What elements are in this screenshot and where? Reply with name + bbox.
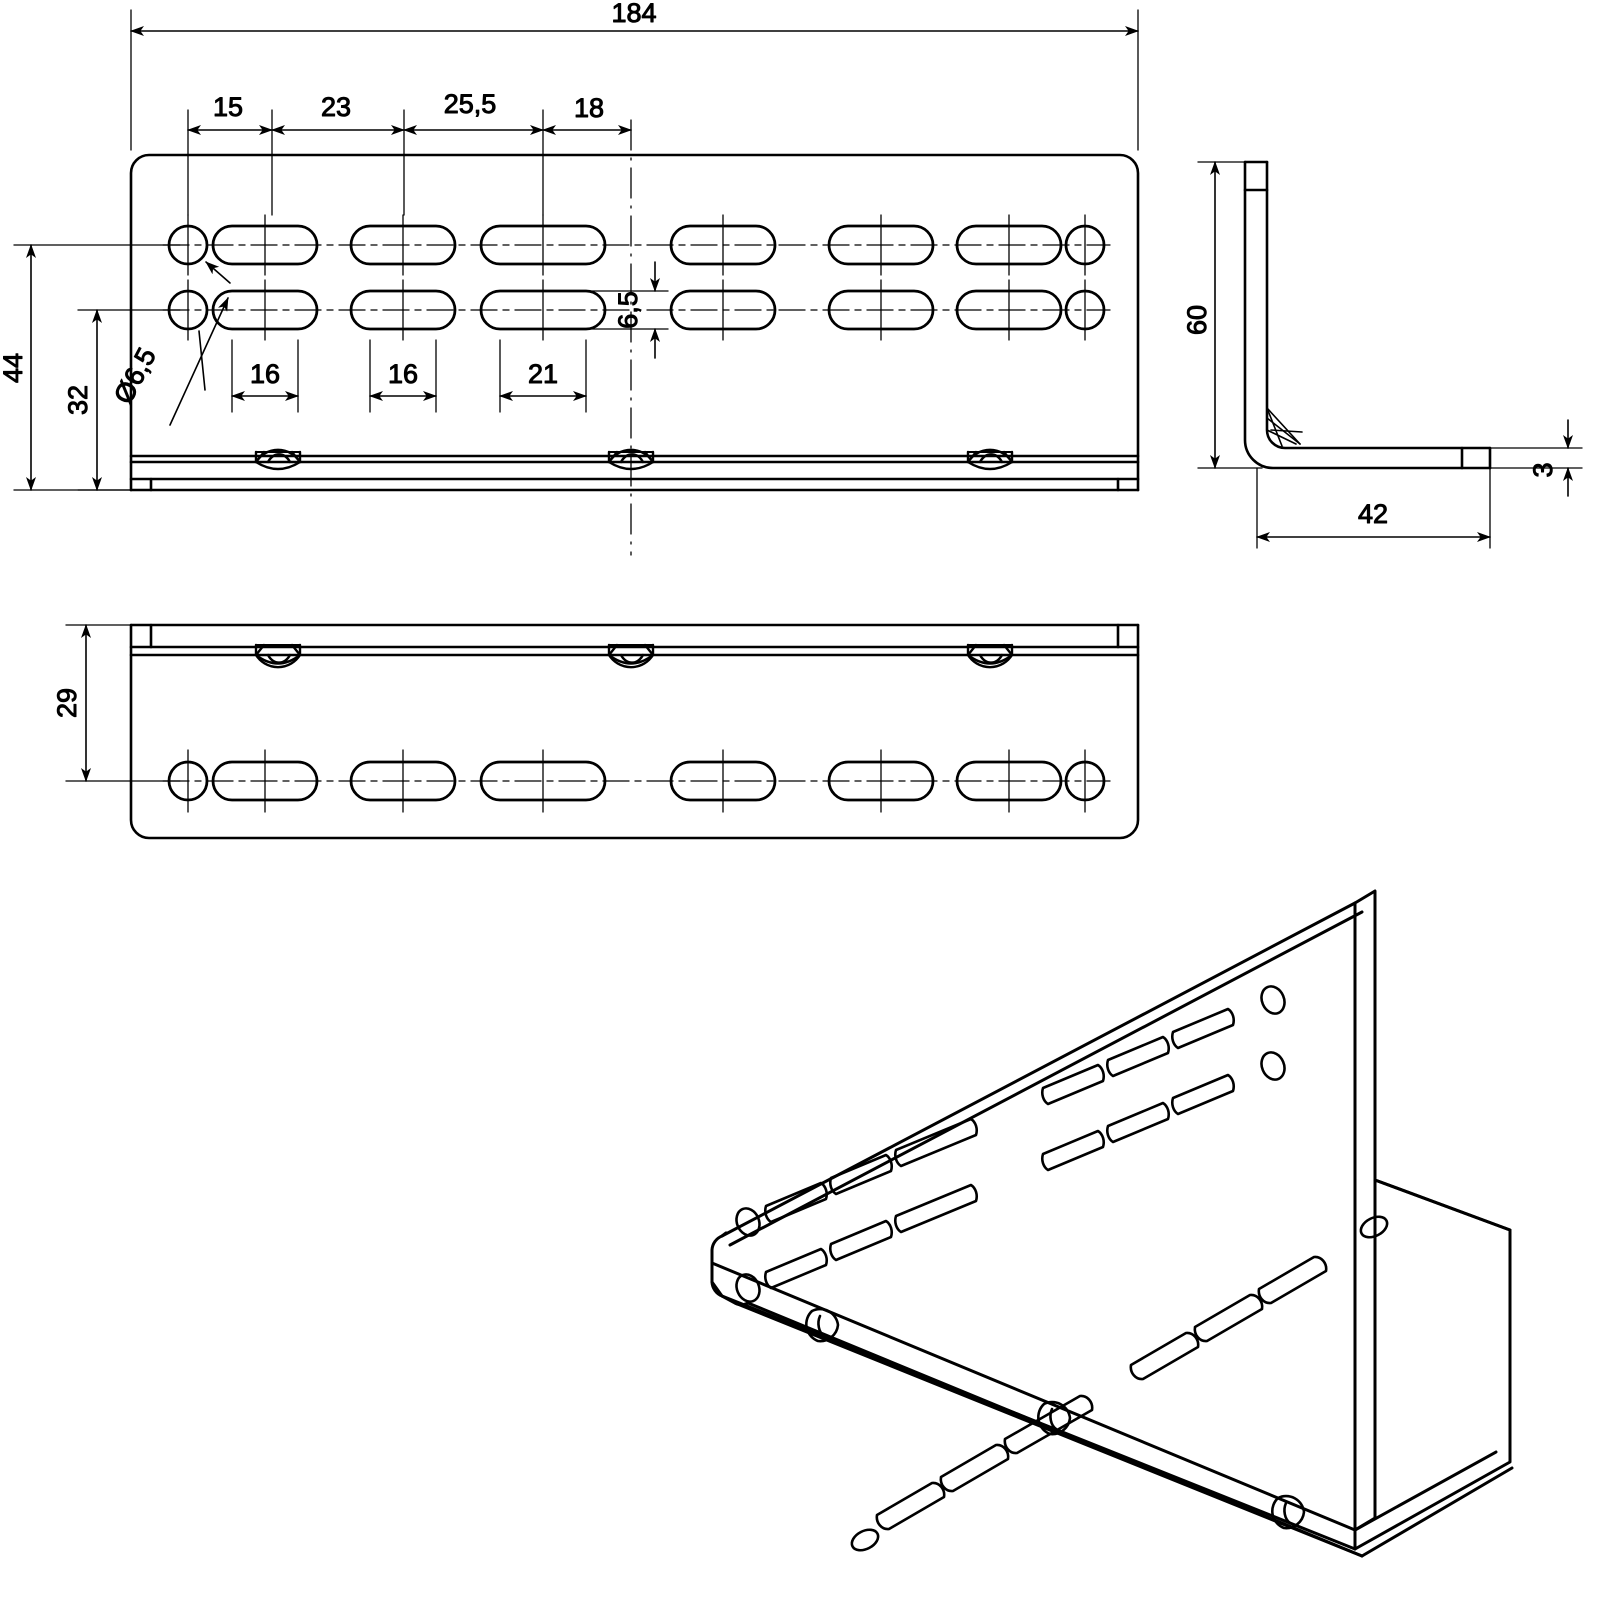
dim-label-15: 15	[213, 92, 243, 122]
leader-hole-diameter	[169, 261, 231, 426]
iso-web	[710, 889, 1377, 1551]
dim-label-16-b: 16	[388, 359, 418, 389]
dim-label-16-a: 16	[250, 359, 280, 389]
dim-label-3: 3	[1528, 462, 1558, 477]
dim-label-32: 32	[63, 385, 93, 415]
dim-label-29: 29	[52, 688, 82, 718]
bottom-dimples	[254, 643, 1014, 669]
dim-slot-height	[583, 261, 669, 359]
dim-bottom-depth	[65, 624, 181, 782]
dim-side-width	[1256, 467, 1491, 549]
dim-side-height	[1197, 161, 1263, 469]
iso-web-slots-upper	[735, 1051, 1286, 1303]
iso-flange	[710, 1178, 1512, 1558]
bottom-hole-vertical-marks	[187, 749, 1086, 813]
dim-label-21: 21	[528, 359, 558, 389]
dim-label-23: 23	[321, 92, 351, 122]
isometric-view	[710, 889, 1514, 1558]
dim-label-6-5: 6,5	[613, 291, 643, 329]
bottom-outline	[129, 623, 1140, 840]
iso-flange-edge	[720, 1294, 1514, 1558]
dim-label-hole-diameter: Ø6,5	[108, 343, 162, 409]
side-corner-gusset	[1266, 407, 1303, 447]
side-view: 60 42 3	[1182, 160, 1583, 549]
side-outline	[1243, 160, 1492, 470]
dim-overall-length	[130, 9, 1139, 151]
dim-flange-height	[77, 309, 181, 491]
dim-label-42: 42	[1358, 499, 1388, 529]
front-hole-centrelines	[162, 244, 1111, 311]
front-view: 184 15 23 25,5 18 44 32	[0, 0, 1140, 556]
dim-thickness	[1489, 419, 1583, 497]
dim-label-60: 60	[1182, 305, 1212, 335]
dim-slot-lengths	[231, 339, 587, 413]
front-dimples	[254, 448, 1014, 471]
iso-flange-slots	[850, 1215, 1389, 1552]
dim-label-18: 18	[574, 93, 604, 123]
front-holes-upper	[167, 224, 1106, 266]
bottom-view: 29	[52, 623, 1140, 840]
dim-label-44: 44	[0, 353, 28, 383]
dim-label-25-5: 25,5	[444, 89, 497, 119]
dim-label-184: 184	[611, 0, 656, 28]
front-hole-vertical-marks	[187, 214, 1086, 341]
dim-chain-top	[187, 109, 632, 216]
iso-dimples	[805, 1307, 1306, 1530]
iso-web-slots-lower	[735, 985, 1286, 1237]
